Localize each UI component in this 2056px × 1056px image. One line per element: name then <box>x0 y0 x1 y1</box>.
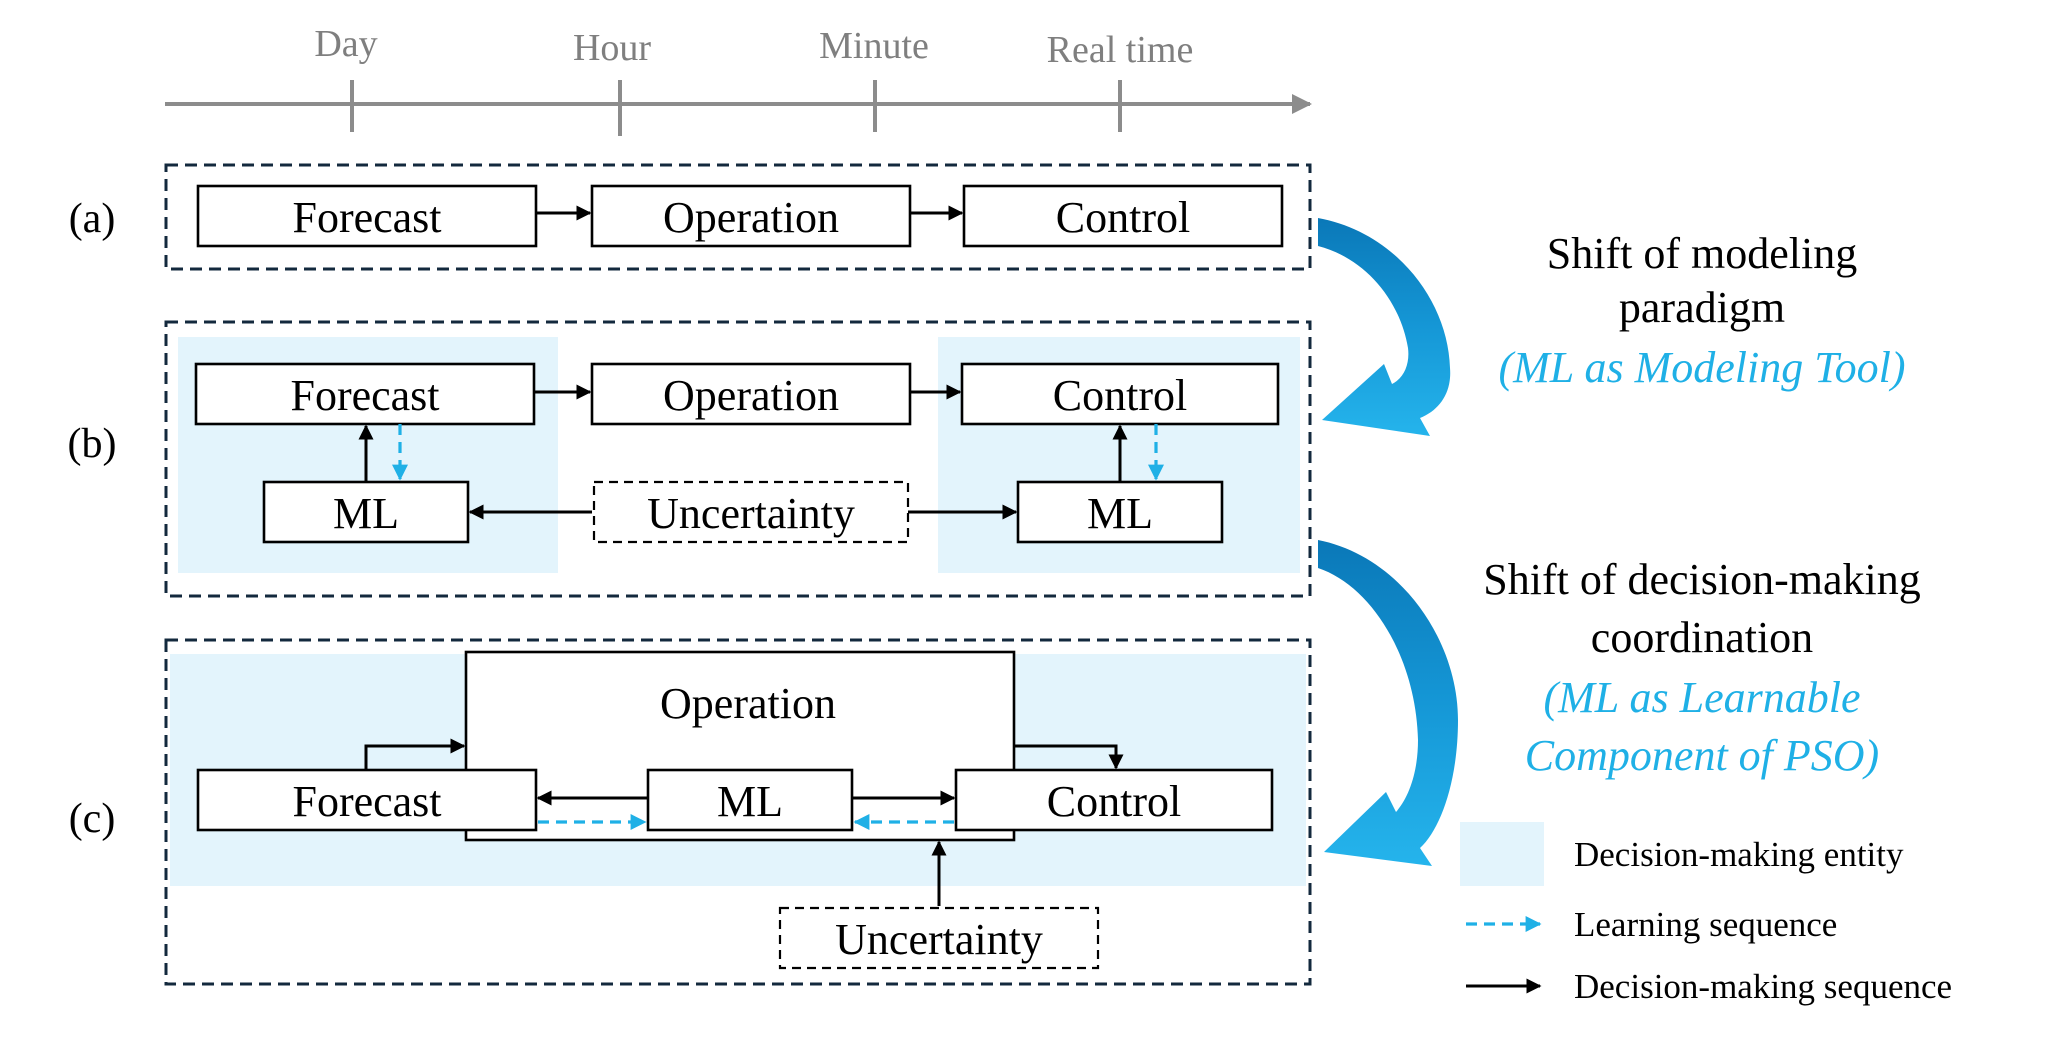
row-label-c: (c) <box>69 796 116 842</box>
row-a-forecast-text: Forecast <box>292 193 441 242</box>
shift-modeling-line2: paradigm <box>1619 283 1785 332</box>
row-a-forecast-box <box>196 184 538 248</box>
shift-arrow-modeling <box>1318 218 1451 436</box>
curved-arrow-1 <box>1318 218 1451 436</box>
row-c-control-box <box>954 768 1274 832</box>
shift-decision-sub1: (ML as Learnable <box>1544 673 1861 722</box>
row-b-control-text: Control <box>1053 371 1187 420</box>
row-b-uncertainty-text: Uncertainty <box>647 489 855 538</box>
row-c-forecast-box <box>196 768 538 832</box>
shift-arrow-decision <box>1318 540 1458 866</box>
shift-decision-line2: coordination <box>1591 613 1813 662</box>
shift-decision-sub2: Component of PSO) <box>1525 731 1879 780</box>
legend: Decision-making entity Learning sequence… <box>1460 822 1952 1006</box>
row-a-control-text: Control <box>1056 193 1190 242</box>
row-a-operation-box <box>590 184 912 248</box>
row-c-arrow-forecast-to-operation <box>364 738 466 770</box>
shift-decision-line1: Shift of decision-making <box>1483 555 1921 604</box>
shift-modeling-sub: (ML as Modeling Tool) <box>1498 343 1905 392</box>
row-c-uncertainty-box <box>778 906 1100 970</box>
row-c-ml-text: ML <box>717 777 783 826</box>
row-label-b: (b) <box>68 421 117 467</box>
row-b-uncertainty-box <box>592 480 910 544</box>
tick-label-day: Day <box>314 23 377 65</box>
row-b-forecast-box <box>194 362 536 426</box>
legend-decision-text: Decision-making sequence <box>1574 967 1952 1006</box>
row-b-ml-right-box <box>1016 480 1224 544</box>
row-c: (c) Operation Forecast ML Control Uncert… <box>69 638 1312 986</box>
row-b: (b) Forecast Operation Control ML ML Unc… <box>68 320 1312 598</box>
row-b-ml-left-text: ML <box>333 489 399 538</box>
shift-text-modeling: Shift of modeling paradigm (ML as Modeli… <box>1498 229 1905 392</box>
row-a-operation-text: Operation <box>663 193 839 242</box>
row-b-operation-box <box>590 362 912 426</box>
row-c-arrow-operation-to-control <box>1014 744 1124 770</box>
row-c-forecast-text: Forecast <box>292 777 441 826</box>
curved-arrow-2 <box>1318 540 1458 866</box>
tick-label-minute: Minute <box>819 25 929 67</box>
tick-label-hour: Hour <box>573 27 651 69</box>
row-b-operation-text: Operation <box>663 371 839 420</box>
row-label-a: (a) <box>69 196 116 242</box>
row-b-ml-right-text: ML <box>1087 489 1153 538</box>
shift-modeling-line1: Shift of modeling <box>1547 229 1857 278</box>
timeline: Day Hour Minute Real time <box>165 23 1312 136</box>
row-a-control-box <box>962 184 1284 248</box>
legend-entity-swatch <box>1460 822 1544 886</box>
row-a: (a) Forecast Operation Control <box>69 163 1312 271</box>
shift-text-decision: Shift of decision-making coordination (M… <box>1483 555 1921 780</box>
row-b-forecast-text: Forecast <box>290 371 439 420</box>
row-b-frame <box>164 320 1312 598</box>
legend-entity-text: Decision-making entity <box>1574 835 1904 874</box>
row-b-control-box <box>960 362 1280 426</box>
row-c-control-text: Control <box>1047 777 1181 826</box>
row-c-frame <box>164 638 1312 986</box>
row-a-frame <box>164 163 1312 271</box>
row-c-operation-text: Operation <box>660 679 836 728</box>
row-b-ml-left-box <box>262 480 470 544</box>
legend-learning-text: Learning sequence <box>1574 905 1837 944</box>
row-c-ml-box <box>646 768 854 832</box>
row-c-uncertainty-text: Uncertainty <box>835 915 1043 964</box>
tick-label-realtime: Real time <box>1047 29 1194 71</box>
